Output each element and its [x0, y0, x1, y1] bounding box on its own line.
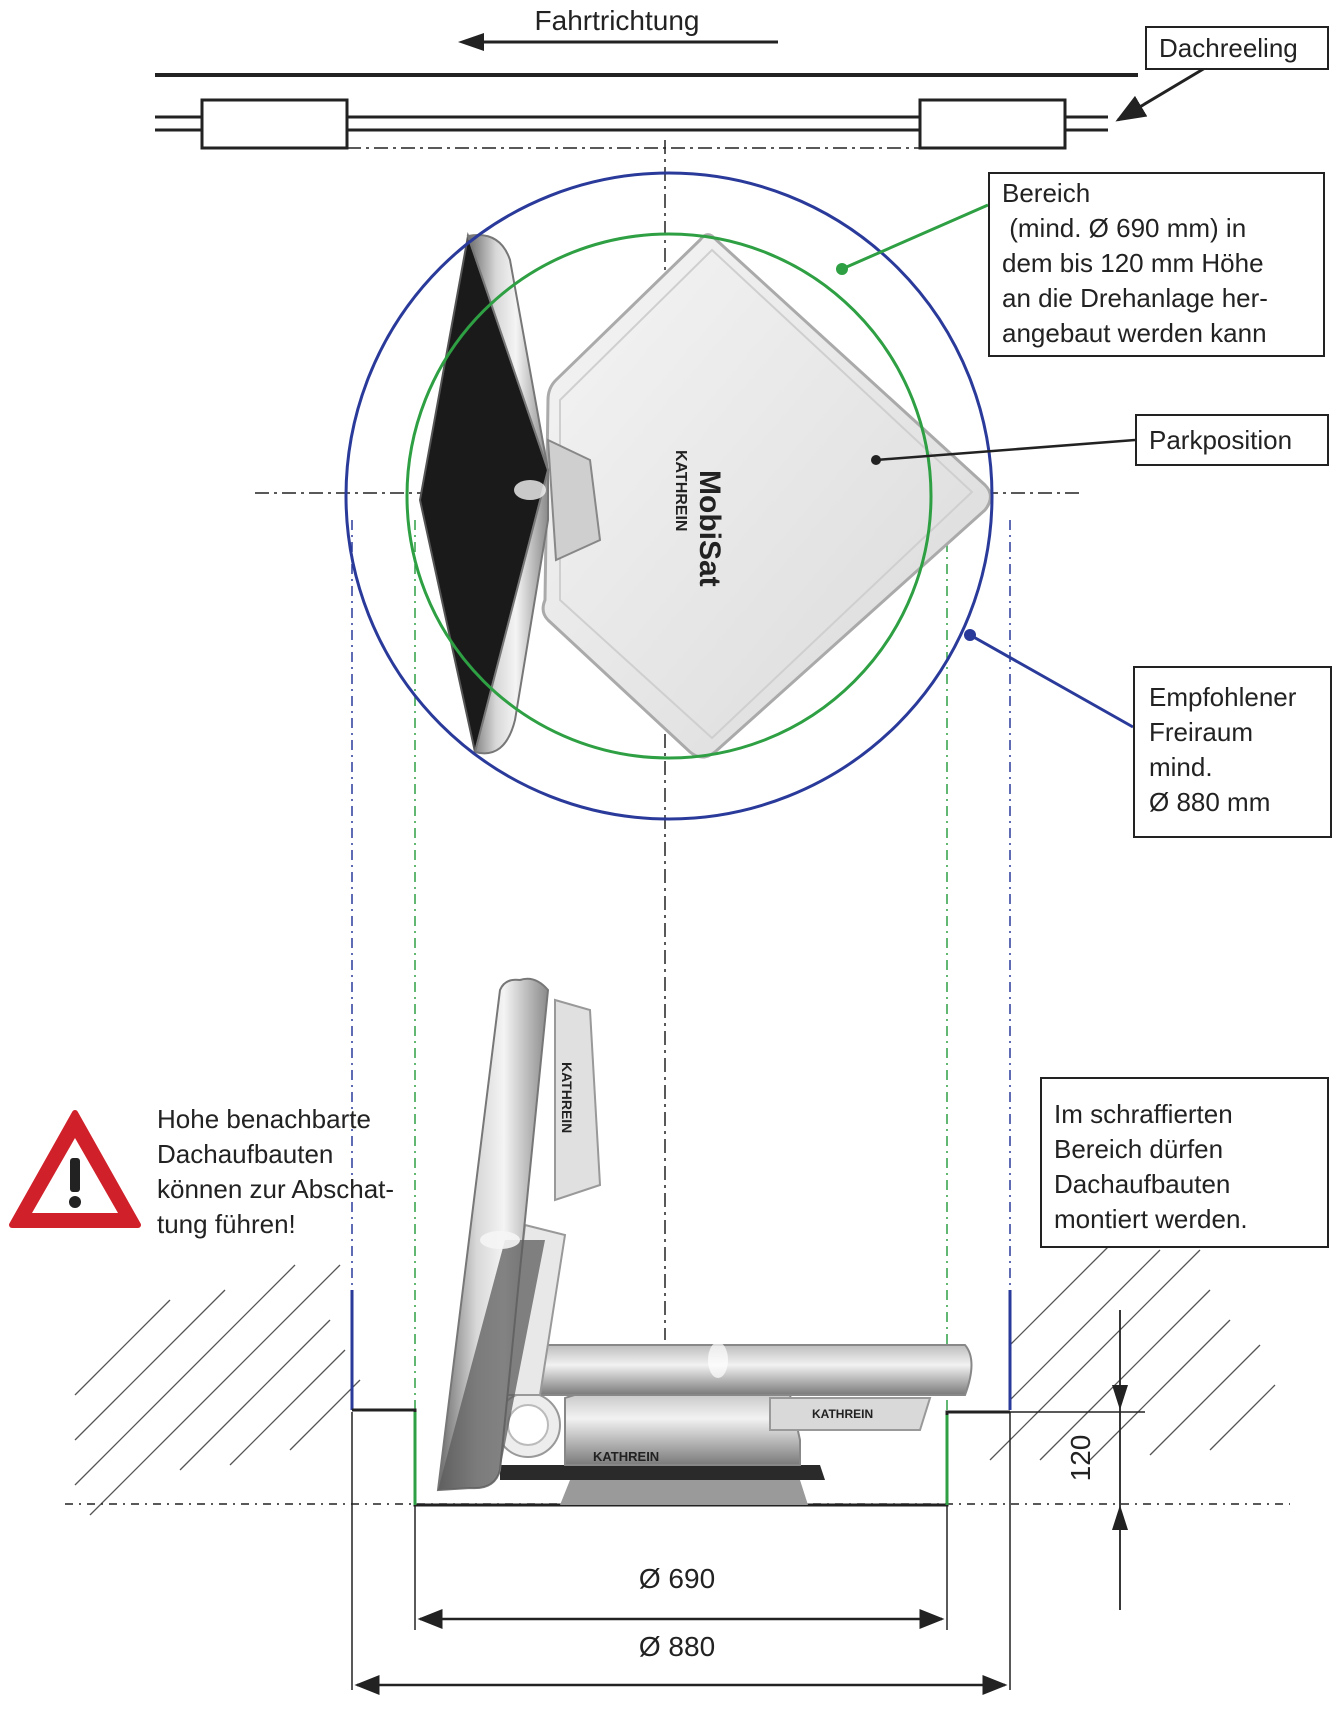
roof-rail-pointer [1115, 66, 1206, 122]
warning-line: Dachaufbauten [157, 1139, 334, 1169]
recommended-clearance-callout: Empfohlener Freiraum mind. Ø 880 mm [1133, 666, 1332, 838]
direction-label: Fahrtrichtung [535, 5, 700, 36]
warning-line: tung führen! [157, 1209, 296, 1239]
roof-rail-label: Dachreeling [1159, 33, 1298, 63]
dimension-outer-diameter: Ø 880 [639, 1631, 715, 1662]
dimension-lines [351, 1310, 1128, 1695]
dish-brand-logo: KATHREIN [672, 450, 689, 531]
clearance-line: mind. [1149, 752, 1213, 782]
warning-note: Hohe benachbarte Dachaufbauten können zu… [157, 1102, 437, 1242]
warning-line: Hohe benachbarte [157, 1104, 371, 1134]
roof-rail-top-view [155, 73, 1138, 150]
hatched-area-callout: Im schraffierten Bereich dürfen Dachaufb… [1040, 1077, 1329, 1248]
area-line: dem bis 120 mm Höhe [1002, 248, 1264, 278]
park-position-label: Parkposition [1149, 425, 1293, 455]
mounting-area-circle [405, 232, 933, 760]
hatched-line: montiert werden. [1054, 1204, 1248, 1234]
lnb-brand-logo: KATHREIN [812, 1407, 873, 1421]
area-line: an die Drehanlage her- [1002, 283, 1268, 313]
hatched-roof-area-right [989, 1224, 1276, 1461]
bracket-brand-logo: KATHREIN [559, 1062, 575, 1133]
dimension-inner-diameter: Ø 690 [639, 1563, 715, 1594]
area-line: angebaut werden kann [1002, 318, 1267, 348]
hatched-roof-area-left [74, 1264, 361, 1516]
direction-arrow [458, 33, 778, 51]
base-brand-logo: KATHREIN [593, 1449, 659, 1464]
park-position-callout: Parkposition [1135, 414, 1329, 466]
hatched-line: Dachaufbauten [1054, 1169, 1231, 1199]
projection-lines [351, 520, 1011, 1410]
clearance-line: Freiraum [1149, 717, 1254, 747]
area-line: Bereich [1002, 178, 1091, 208]
antenna-top-view: MobiSat KATHREIN [418, 232, 992, 759]
warning-icon [9, 1110, 141, 1228]
clearance-line: Ø 880 mm [1149, 787, 1271, 817]
hatched-line: Im schraffierten [1054, 1099, 1233, 1129]
area-line: (mind. Ø 690 mm) in [1002, 213, 1247, 243]
recommended-clearance-circle [344, 171, 994, 821]
clearance-line: Empfohlener [1149, 682, 1297, 712]
roof-rail-callout: Dachreeling [1145, 26, 1329, 70]
callout-leaders [836, 203, 1136, 729]
mounting-area-callout: Bereich (mind. Ø 690 mm) in dem bis 120 … [988, 172, 1325, 357]
warning-line: können zur Abschat- [157, 1174, 395, 1204]
antenna-side-view: KATHREIN KATHREIN KATHREIN [436, 977, 973, 1505]
hatched-line: Bereich dürfen [1054, 1134, 1224, 1164]
dimension-height: 120 [1065, 1435, 1096, 1482]
dish-product-logo: MobiSat [693, 470, 726, 587]
